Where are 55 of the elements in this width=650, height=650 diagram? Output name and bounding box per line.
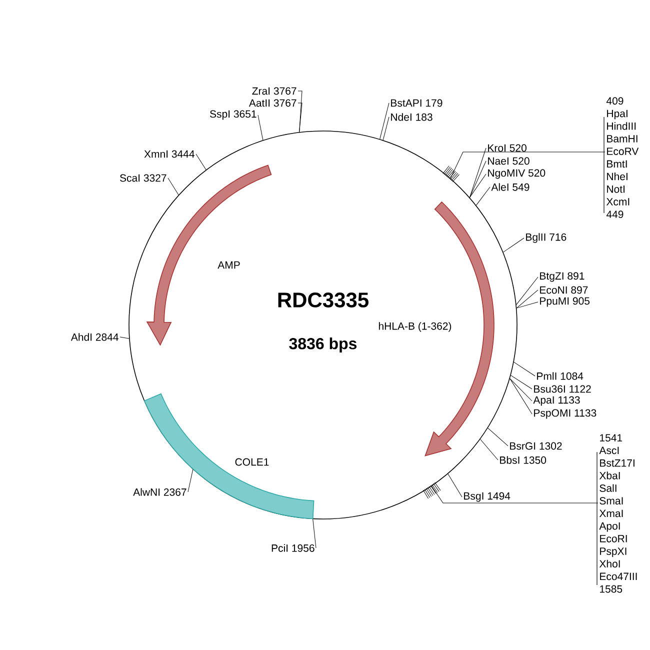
site-label: ApaI 1133 bbox=[533, 396, 580, 406]
leader-line bbox=[469, 148, 486, 198]
site-label: Bsu36I 1122 bbox=[534, 385, 591, 393]
site-label: EcoNI 897 bbox=[540, 286, 588, 294]
site-label: SspI 3651 bbox=[210, 110, 256, 120]
leader-line bbox=[516, 302, 538, 308]
site-list: 1541 AscI BstZ17I XbaI SalI SmaI XmaI ApoI EcoRI PspXI XhoI Eco47III 1585 bbox=[599, 434, 637, 593]
leader-line bbox=[450, 152, 606, 179]
leader-line bbox=[510, 378, 532, 414]
plasmid-name: RDC3335 bbox=[278, 292, 368, 308]
site-label: NaeI 520 bbox=[488, 157, 530, 165]
leader-line bbox=[476, 186, 490, 206]
site-label: BsrGI 1302 bbox=[510, 442, 562, 450]
leader-line bbox=[469, 160, 486, 198]
site-label: BglII 716 bbox=[526, 233, 566, 243]
leader-line bbox=[431, 486, 598, 504]
site-list: 409 HpaI HindIII BamHI EcoRV BmtI NheI NotI XcmI 449 bbox=[606, 97, 639, 218]
site-label: PciI 1956 bbox=[272, 544, 314, 552]
leader-line bbox=[510, 378, 532, 402]
site-label: AleI 549 bbox=[491, 183, 530, 191]
leader-line bbox=[510, 375, 532, 390]
site-label: AatII 3767 bbox=[248, 99, 296, 107]
site-label: BtgZI 891 bbox=[540, 272, 584, 282]
site-label: PspOMI 1133 bbox=[534, 409, 596, 419]
leader-line bbox=[516, 290, 538, 308]
leader-line bbox=[168, 178, 179, 196]
plasmid-size: 3836 bps bbox=[289, 338, 357, 352]
leader-line bbox=[312, 518, 316, 548]
leader-line bbox=[196, 154, 206, 170]
leader-line bbox=[120, 336, 130, 339]
site-label: BsgI 1494 bbox=[464, 492, 510, 502]
leader-line bbox=[258, 114, 264, 140]
site-label: KroI 520 bbox=[488, 144, 526, 152]
site-label: PmlI 1084 bbox=[537, 372, 584, 380]
leader-line bbox=[448, 474, 462, 498]
site-label: AhdI 2844 bbox=[70, 333, 118, 341]
site-label: AlwNI 2367 bbox=[133, 488, 186, 496]
leader-line bbox=[488, 428, 508, 446]
leader-line bbox=[480, 439, 498, 460]
site-label: BstAPI 179 bbox=[391, 99, 442, 107]
leader-line bbox=[188, 469, 194, 492]
site-label: BbsI 1350 bbox=[500, 456, 546, 464]
site-label: ZraI 3767 bbox=[252, 87, 296, 95]
site-label: ScaI 3327 bbox=[120, 174, 166, 182]
leader-line bbox=[516, 276, 538, 305]
site-label: NdeI 183 bbox=[391, 113, 432, 121]
leader-line bbox=[298, 102, 302, 132]
leader-line bbox=[469, 174, 486, 198]
leader-line bbox=[382, 116, 390, 140]
site-label: XmnI 3444 bbox=[144, 150, 194, 158]
leader-line bbox=[380, 102, 390, 140]
site-label: PpuMI 905 bbox=[540, 297, 590, 307]
site-label: NgoMIV 520 bbox=[488, 169, 546, 179]
leader-line bbox=[514, 362, 536, 376]
leader-line bbox=[503, 238, 524, 252]
